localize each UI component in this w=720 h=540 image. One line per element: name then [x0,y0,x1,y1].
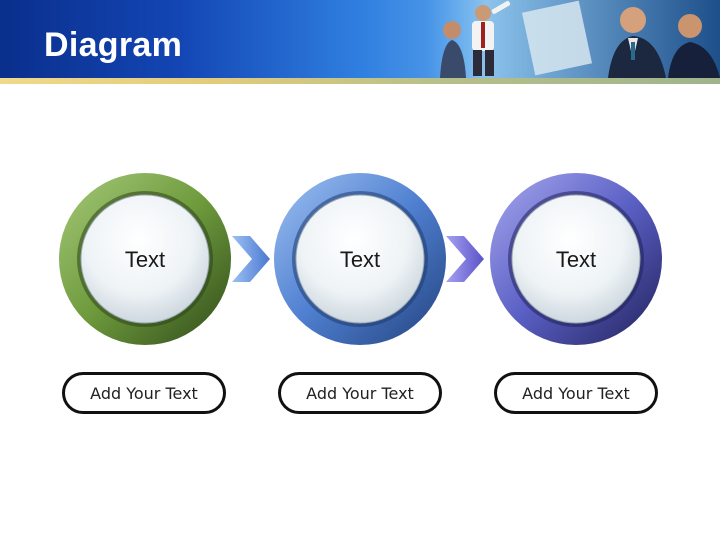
chevron-arrow-1 [232,236,270,282]
step-3-label: Text [555,247,597,272]
header-banner: Diagram [0,0,720,78]
step-2-caption-box[interactable]: Add Your Text [278,372,442,414]
step-2-label: Text [339,247,381,272]
business-people-photo [428,0,720,78]
step-circle-2 [274,173,446,345]
step-circle-3 [490,173,662,345]
step-circle-1 [59,173,231,345]
step-1-caption: Add Your Text [90,383,198,403]
step-1-label: Text [124,247,166,272]
step-3-caption-box[interactable]: Add Your Text [494,372,658,414]
step-3-caption: Add Your Text [522,383,630,403]
step-2-caption: Add Your Text [306,383,414,403]
header-accent-band [0,78,720,84]
step-1-caption-box[interactable]: Add Your Text [62,372,226,414]
chevron-arrow-2 [446,236,484,282]
slide-title: Diagram [44,26,183,64]
